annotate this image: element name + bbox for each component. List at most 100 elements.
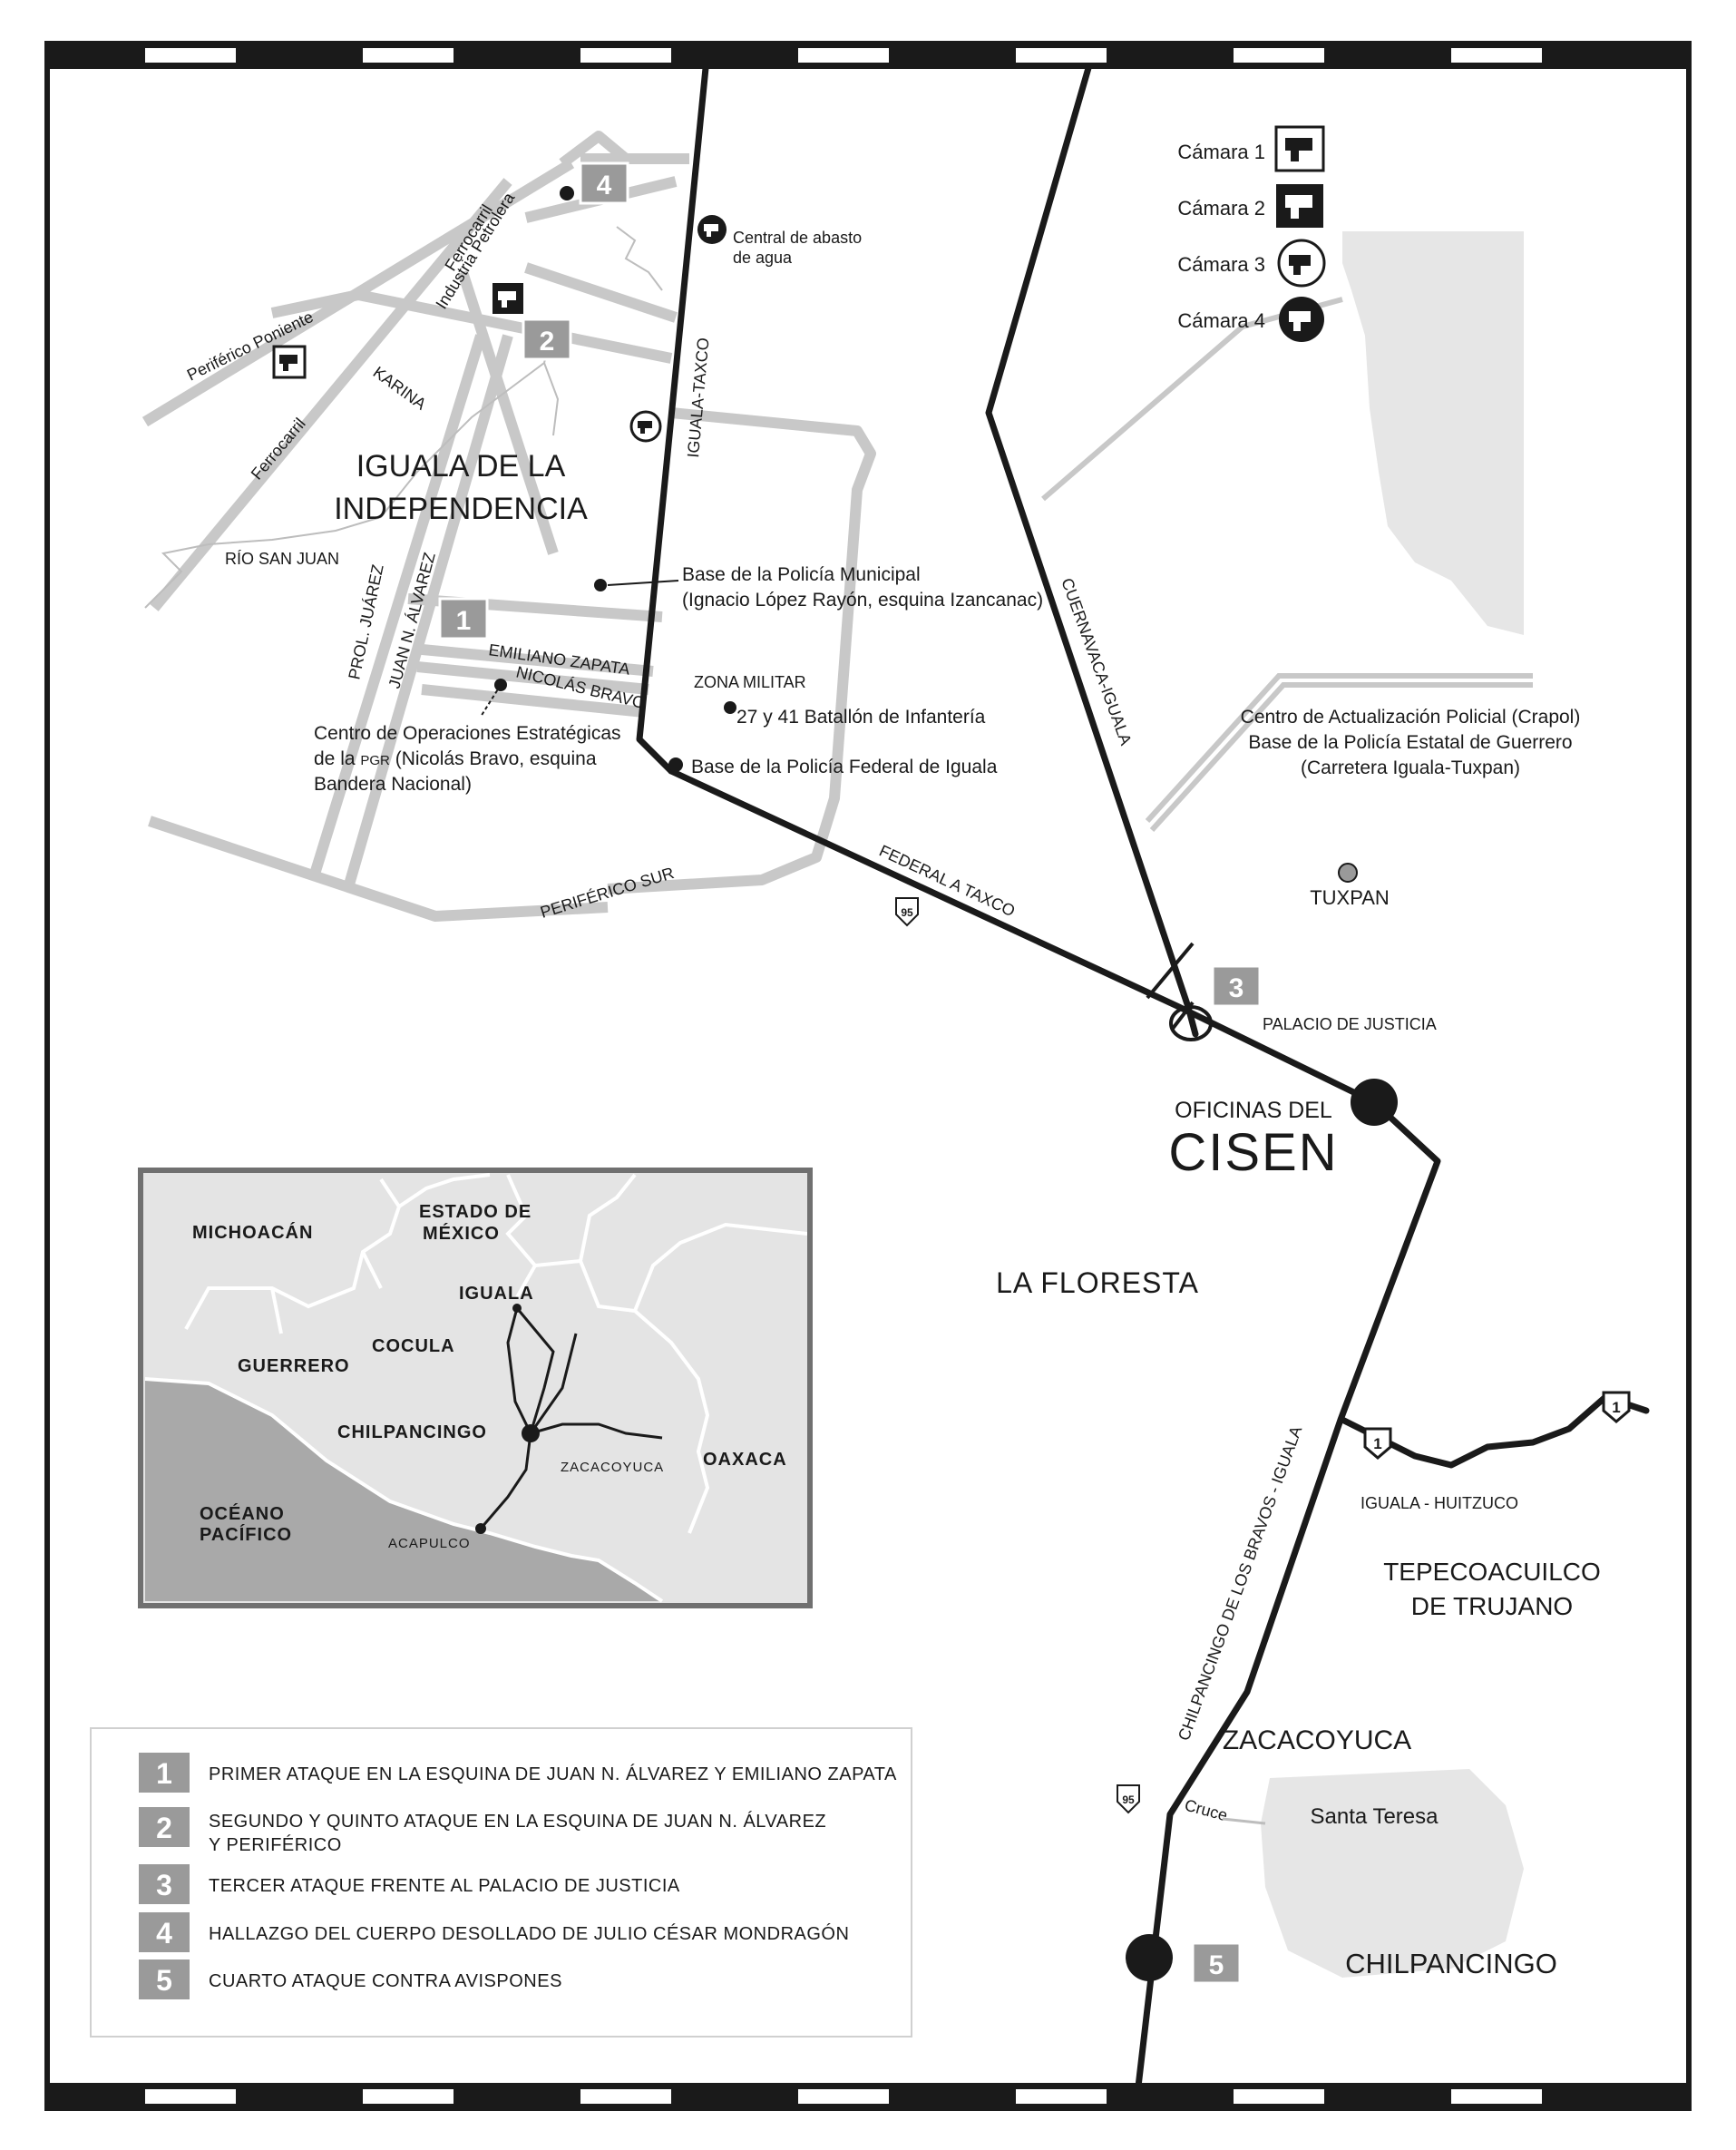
inset-label-guerrero: GUERRERO [238, 1356, 350, 1376]
label-palacio-justicia: PALACIO DE JUSTICIA [1263, 1015, 1437, 1033]
label-tuxpan: TUXPAN [1310, 886, 1390, 909]
inset-label-oceano-2: PACÍFICO [200, 1524, 292, 1545]
label-iguala-huitzuco: IGUALA - HUITZUCO [1361, 1494, 1518, 1512]
svg-text:PRIMER ATAQUE EN LA ESQUINA DE: PRIMER ATAQUE EN LA ESQUINA DE JUAN N. Á… [209, 1764, 897, 1784]
dot-tuxpan [1338, 863, 1358, 883]
frame-border [44, 41, 1692, 2111]
road-chilpancingo-iguala [1135, 1099, 1441, 2090]
inset-dot-chilpancingo [522, 1424, 540, 1442]
dot-policia-municipal [594, 579, 607, 591]
svg-text:HALLAZGO DEL CUERPO DESOLLADO: HALLAZGO DEL CUERPO DESOLLADO DE JULIO C… [209, 1923, 849, 1944]
label-rio-san-juan: RÍO SAN JUAN [225, 550, 339, 568]
svg-text:5: 5 [156, 1964, 172, 1997]
numbered-markers: 1 2 3 4 5 [438, 161, 1262, 1985]
camera-legend-label-2: Cámara 2 [1177, 197, 1265, 220]
label-karina: KARINA [370, 363, 430, 414]
camera-legend-label-1: Cámara 1 [1177, 141, 1265, 163]
place-labels: IGUALA DE LA INDEPENDENCIA Central de ab… [314, 229, 1601, 1979]
label-policia-federal: Base de la Policía Federal de Iguala [691, 757, 998, 777]
label-crapol-1: Centro de Actualización Policial (Crapol… [1241, 707, 1581, 728]
label-tepecoacuilco-1: TEPECOACUILCO [1383, 1558, 1601, 1586]
road-iguala-taxco [636, 64, 709, 775]
label-ferrocarril: Ferrocarril [248, 415, 309, 484]
road-cuernavaca-iguala [985, 64, 1199, 1038]
svg-text:TERCER ATAQUE FRENTE AL PALACI: TERCER ATAQUE FRENTE AL PALACIO DE JUSTI… [209, 1876, 680, 1896]
label-chilpancingo: CHILPANCINGO [1345, 1948, 1557, 1979]
cruce-connector [1222, 1817, 1266, 1825]
inset-label-cocula: COCULA [372, 1336, 455, 1356]
road-federal-a-taxco [668, 767, 1378, 1106]
label-central-abasto-2: de agua [733, 249, 793, 267]
camera-legend: Cámara 1 Cámara 2 Cámara 3 Cámara 4 [1177, 125, 1326, 342]
svg-text:1: 1 [1373, 1435, 1381, 1452]
municipal-leader-line [607, 580, 679, 586]
marker-2: 2 [522, 318, 572, 361]
dot-cisen [1351, 1079, 1398, 1126]
camera-square-filled-icon [1276, 184, 1323, 228]
inset-dot-acapulco [475, 1523, 486, 1534]
svg-text:4: 4 [156, 1917, 172, 1950]
camera-square-filled-icon [493, 283, 523, 314]
camera-square-outline-icon [272, 345, 307, 379]
inset-label-oaxaca: OAXACA [703, 1450, 787, 1470]
highway-95-shield-icon: 95 [1117, 1784, 1140, 1814]
legend-item-2: 2 SEGUNDO Y QUINTO ATAQUE EN LA ESQUINA … [139, 1807, 826, 1855]
svg-text:95: 95 [901, 906, 913, 919]
legend-box: 1 PRIMER ATAQUE EN LA ESQUINA DE JUAN N.… [90, 1727, 912, 2038]
border-perforations-bottom [145, 2089, 1542, 2104]
rivers [144, 226, 663, 609]
label-zona-militar: ZONA MILITAR [694, 673, 806, 691]
highway-95-shield-icon: 95 [895, 897, 919, 927]
legend-item-4: 4 HALLAZGO DEL CUERPO DESOLLADO DE JULIO… [139, 1912, 849, 1952]
location-dots [494, 186, 1398, 1981]
inset-label-oceano-1: OCÉANO [200, 1503, 285, 1524]
inset-label-michoacan: MICHOACÁN [192, 1222, 313, 1243]
dot-policia-federal [668, 757, 683, 772]
label-policia-municipal-2: (Ignacio López Rayón, esquina Izancanac) [682, 590, 1043, 611]
label-pgr-2: de la PGR (Nicolás Bravo, esquina [314, 748, 597, 769]
svg-text:SEGUNDO Y QUINTO ATAQUE EN LA: SEGUNDO Y QUINTO ATAQUE EN LA ESQUINA DE… [209, 1811, 826, 1832]
label-tepecoacuilco-2: DE TRUJANO [1411, 1592, 1573, 1620]
svg-text:3: 3 [156, 1869, 172, 1901]
label-crapol-2: Base de la Policía Estatal de Guerrero [1248, 732, 1572, 753]
inset-coast [144, 1377, 664, 1603]
city-title-line2: INDEPENDENCIA [334, 492, 588, 526]
svg-text:1: 1 [156, 1757, 172, 1790]
label-la-floresta: LA FLORESTA [996, 1266, 1199, 1299]
svg-text:1: 1 [1612, 1399, 1620, 1416]
svg-text:3: 3 [1229, 973, 1244, 1003]
marker-5: 5 [1191, 1941, 1242, 1985]
label-zacacoyuca: ZACACOYUCA [1223, 1725, 1411, 1755]
dot-marker-5 [1126, 1934, 1173, 1981]
svg-text:1: 1 [456, 606, 472, 636]
inset-label-acapulco: ACAPULCO [388, 1536, 471, 1551]
camera-circle-filled-icon [697, 215, 727, 244]
inset-state-borders [184, 1173, 808, 1534]
label-policia-municipal-1: Base de la Policía Municipal [682, 564, 921, 585]
svg-text:95: 95 [1122, 1793, 1135, 1806]
highway-1-shield-icon: 1 [1602, 1391, 1631, 1423]
camera-legend-label-3: Cámara 3 [1177, 253, 1265, 276]
inset-label-zacacoyuca: ZACACOYUCA [561, 1460, 664, 1475]
santa-teresa-area [1261, 1769, 1524, 1978]
city-title-line1: IGUALA DE LA [356, 449, 566, 484]
label-cisen-1: OFICINAS DEL [1175, 1098, 1332, 1123]
interchange [1146, 942, 1213, 1041]
camera-circle-outline-icon [1277, 239, 1326, 288]
inset-dot-iguala [512, 1304, 522, 1313]
inset-ocean [145, 1379, 662, 1601]
label-iguala-taxco: IGUALA-TAXCO [684, 337, 712, 458]
legend-item-3: 3 TERCER ATAQUE FRENTE AL PALACIO DE JUS… [139, 1864, 680, 1904]
svg-text:CUARTO ATAQUE CONTRA AVISPONES: CUARTO ATAQUE CONTRA AVISPONES [209, 1971, 562, 1991]
marker-3: 3 [1211, 964, 1262, 1008]
camera-square-outline-icon [1274, 125, 1325, 172]
border-perforations-top [145, 48, 1542, 63]
highway-1-shield-icon: 1 [1363, 1427, 1392, 1460]
inset-label-chilpancingo: CHILPANCINGO [337, 1422, 487, 1442]
svg-text:5: 5 [1209, 1950, 1224, 1980]
label-pgr-1: Centro de Operaciones Estratégicas [314, 723, 621, 744]
svg-text:4: 4 [597, 171, 612, 200]
svg-text:Y PERIFÉRICO: Y PERIFÉRICO [209, 1834, 342, 1855]
inset-map: MICHOACÁN ESTADO DE MÉXICO IGUALA COCULA… [138, 1168, 813, 1608]
